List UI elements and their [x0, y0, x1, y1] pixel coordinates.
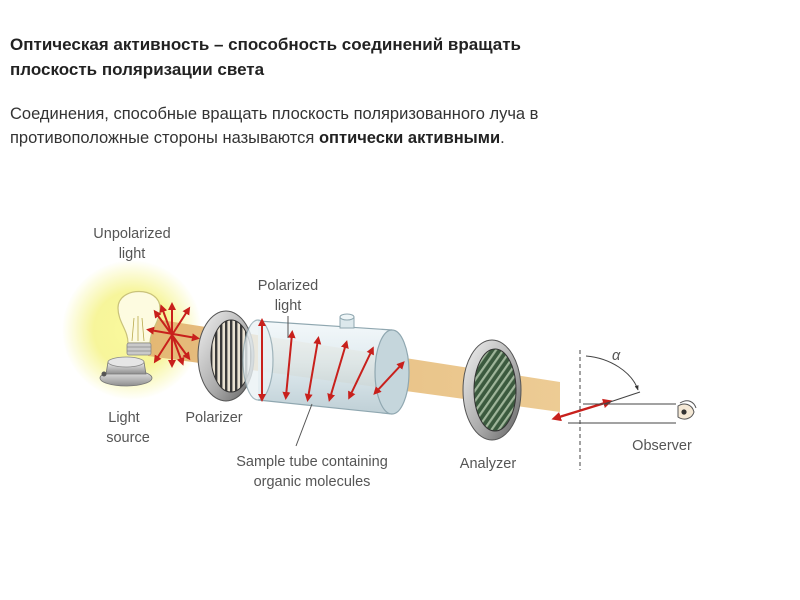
- paragraph-bold-term: оптически активными: [318, 129, 501, 147]
- polarimeter-diagram: α Unpolarized light Polarized light Ligh…: [62, 226, 697, 490]
- sample-tube: [242, 313, 410, 415]
- paragraph-line-2-prefix: противоположные стороны называются: [10, 129, 319, 147]
- polarized-arrows: [258, 318, 405, 402]
- analyzer-label: Analyzer: [460, 456, 517, 472]
- slide-heading: Оптическая активность – способность соед…: [10, 32, 770, 82]
- eye-icon: [677, 400, 697, 420]
- sample-tube-label-line-1: Sample tube containing: [236, 454, 388, 470]
- unpolarized-light-label-line-1: Unpolarized: [93, 226, 170, 242]
- heading-line-2: плоскость поляризации света: [10, 60, 265, 79]
- polarized-light-label-line-1: Polarized: [258, 278, 318, 294]
- light-source-label-line-1: Light: [108, 410, 139, 426]
- light-source-label-line-2: source: [106, 430, 150, 446]
- definition-paragraph: Соединения, способные вращать плоскость …: [10, 102, 780, 150]
- rotated-light-arrow: [551, 398, 613, 422]
- unpolarized-arrows: [146, 302, 200, 368]
- angle-indicator: [568, 350, 676, 470]
- paragraph-line-1: Соединения, способные вращать плоскость …: [10, 105, 539, 123]
- polarizer-label: Polarizer: [185, 410, 242, 426]
- polarized-light-label-line-2: light: [275, 298, 302, 314]
- paragraph-line-2-suffix: .: [500, 129, 505, 147]
- heading-line-1: Оптическая активность – способность соед…: [10, 35, 522, 54]
- sample-tube-label-line-2: organic molecules: [254, 474, 371, 490]
- observer-label: Observer: [632, 438, 692, 454]
- unpolarized-light-label-line-2: light: [119, 246, 146, 262]
- polarizer: [197, 310, 255, 402]
- analyzer: [462, 339, 522, 441]
- sample-tube-leader-line: [295, 403, 313, 447]
- alpha-angle-label: α: [612, 348, 621, 364]
